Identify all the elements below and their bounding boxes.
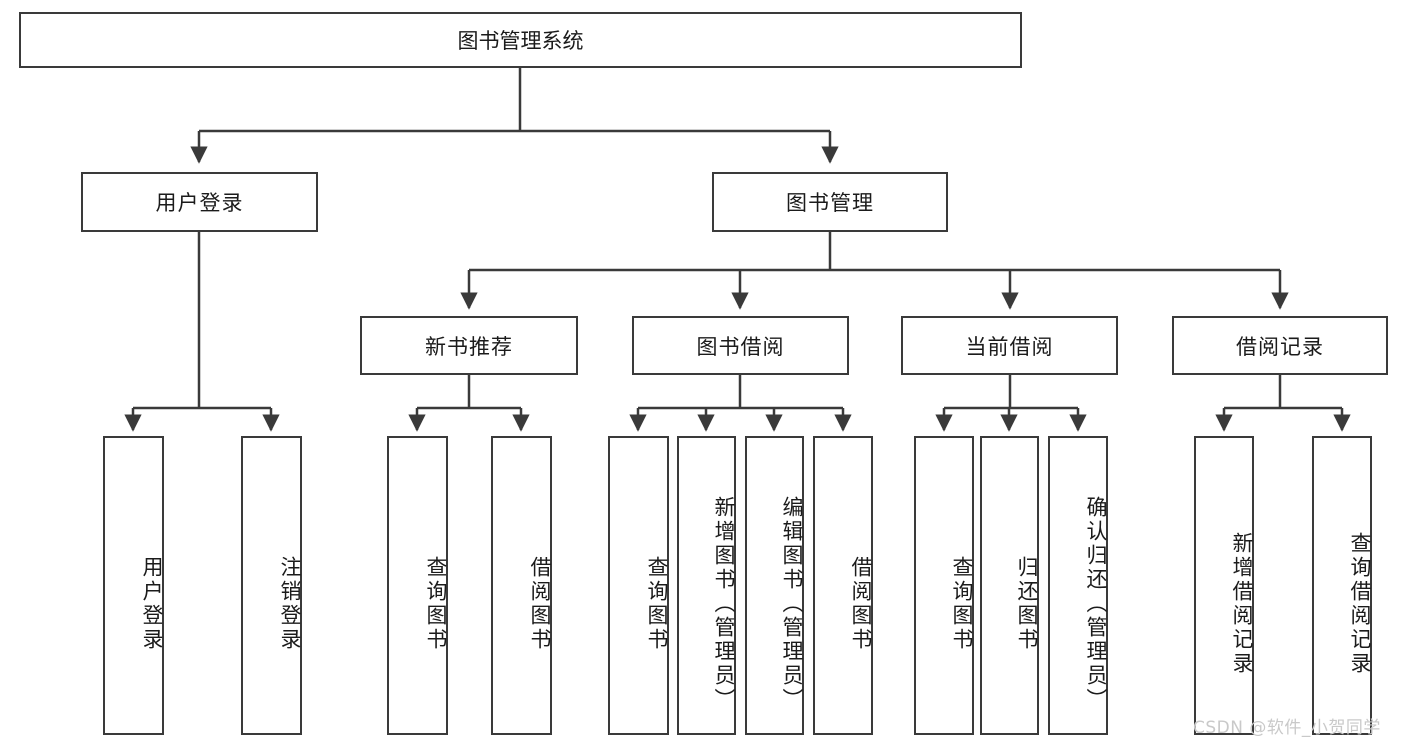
node-label: 图书管理 xyxy=(786,191,874,215)
node-label: 查询借阅记录 xyxy=(1348,531,1372,676)
leaf-current-borrow-confirm-return[interactable]: 确认归还（管理员） xyxy=(1048,436,1108,735)
node-label: 借阅图书 xyxy=(528,555,552,652)
node-label: 借阅记录 xyxy=(1236,334,1324,359)
leaf-current-borrow-query[interactable]: 查询图书 xyxy=(914,436,974,735)
node-label: 图书借阅 xyxy=(696,334,785,359)
node-label: 编辑图书（管理员） xyxy=(780,495,804,712)
leaf-book-borrow-edit[interactable]: 编辑图书（管理员） xyxy=(745,436,804,735)
leaf-new-book-borrow[interactable]: 借阅图书 xyxy=(491,436,552,735)
node-label: 借阅图书 xyxy=(849,555,873,652)
node-root-system[interactable]: 图书管理系统 xyxy=(19,12,1022,68)
leaf-borrow-record-query[interactable]: 查询借阅记录 xyxy=(1312,436,1372,735)
node-label: 注销登录 xyxy=(278,555,302,652)
leaf-user-login-login[interactable]: 用户登录 xyxy=(103,436,164,735)
node-new-book-recommend[interactable]: 新书推荐 xyxy=(360,316,578,375)
node-label: 归还图书 xyxy=(1015,555,1039,652)
leaf-user-login-logout[interactable]: 注销登录 xyxy=(241,436,302,735)
node-label: 查询图书 xyxy=(645,555,669,652)
node-current-borrow[interactable]: 当前借阅 xyxy=(901,316,1118,375)
leaf-new-book-query[interactable]: 查询图书 xyxy=(387,436,448,735)
leaf-book-borrow-query[interactable]: 查询图书 xyxy=(608,436,669,735)
leaf-book-borrow-add[interactable]: 新增图书（管理员） xyxy=(677,436,736,735)
node-label: 确认归还（管理员） xyxy=(1084,495,1108,712)
node-label: 用户登录 xyxy=(155,191,244,215)
node-book-management[interactable]: 图书管理 xyxy=(712,172,948,232)
leaf-borrow-record-add[interactable]: 新增借阅记录 xyxy=(1194,436,1254,735)
node-borrow-record[interactable]: 借阅记录 xyxy=(1172,316,1388,375)
node-book-borrow[interactable]: 图书借阅 xyxy=(632,316,849,375)
node-label: 新书推荐 xyxy=(425,334,513,359)
node-label: 当前借阅 xyxy=(965,334,1054,359)
node-label: 图书管理系统 xyxy=(457,29,584,53)
node-label: 查询图书 xyxy=(424,555,448,652)
node-label: 新增图书（管理员） xyxy=(712,495,736,712)
leaf-current-borrow-return[interactable]: 归还图书 xyxy=(980,436,1039,735)
node-label: 查询图书 xyxy=(950,555,974,652)
node-label: 新增借阅记录 xyxy=(1230,531,1254,676)
leaf-book-borrow-borrow[interactable]: 借阅图书 xyxy=(813,436,873,735)
csdn-watermark: CSDN @软件_小贺同学 xyxy=(1193,718,1381,738)
node-user-login[interactable]: 用户登录 xyxy=(81,172,318,232)
node-label: 用户登录 xyxy=(140,555,164,652)
